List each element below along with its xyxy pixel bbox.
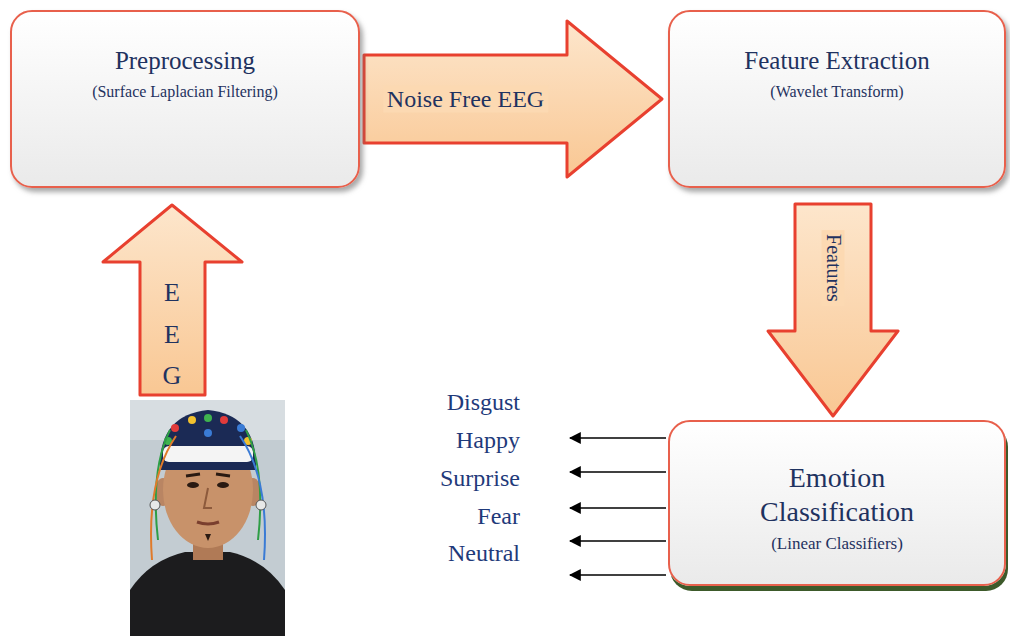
output-arrow [570, 574, 666, 576]
process-box: Emotion Classification (Linear Classifier… [668, 420, 1006, 586]
emotion-label: Surprise [440, 464, 520, 493]
output-arrows [570, 438, 666, 575]
output-arrow [570, 471, 666, 473]
box-title: Emotion Classification [737, 461, 937, 528]
emotion-label: Happy [456, 426, 520, 455]
emotion-label: Fear [477, 502, 520, 531]
process-box: Feature Extraction (Wavelet Transform) [668, 10, 1006, 188]
output-arrow [570, 507, 666, 509]
output-arrow [570, 540, 666, 542]
emotion-label: Neutral [448, 539, 520, 568]
output-arrow [570, 437, 666, 439]
edge-label: Features [822, 230, 845, 306]
box-title: Preprocessing [115, 46, 255, 76]
edge-label: Noise Free EEG [383, 86, 548, 113]
emotion-label: Disgust [447, 388, 520, 417]
box-subtitle: (Wavelet Transform) [770, 82, 903, 101]
box-subtitle: (Surface Laplacian Filtering) [92, 82, 278, 101]
signal-label: E E G [159, 272, 185, 397]
block-arrow [364, 21, 662, 177]
subject-photo [130, 400, 285, 636]
process-box: Preprocessing (Surface Laplacian Filterin… [10, 10, 360, 188]
box-subtitle: (Linear Classifiers) [771, 534, 903, 554]
box-title: Feature Extraction [744, 46, 929, 76]
block-arrow [768, 204, 898, 416]
